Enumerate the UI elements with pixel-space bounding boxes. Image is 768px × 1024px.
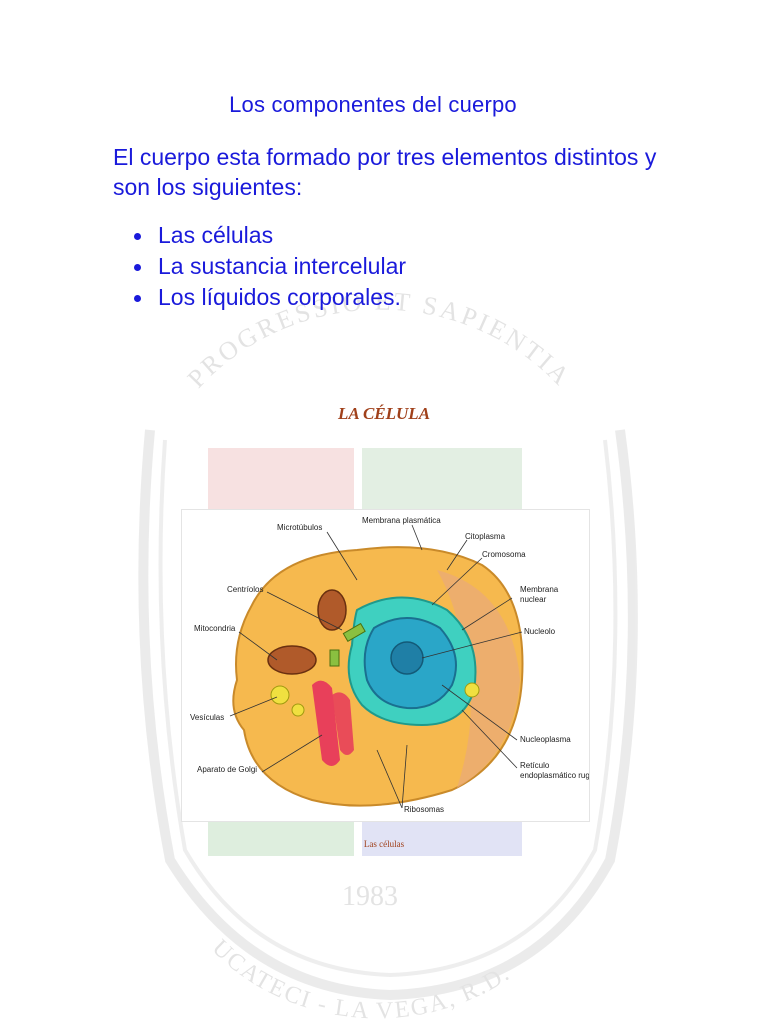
list-item: Las células [130, 220, 406, 251]
label-membrana-nuclear: Membrana [520, 585, 559, 594]
label-citoplasma: Citoplasma [465, 532, 506, 541]
section-heading: LA CÉLULA [337, 404, 431, 423]
watermark-year: 1983 [342, 881, 398, 912]
vesicle [270, 685, 290, 705]
label-nucleoplasma: Nucleoplasma [520, 735, 571, 744]
label-nucleolo: Nucleolo [524, 627, 556, 636]
label-ribosomas: Ribosomas [404, 805, 444, 814]
label-membrana-plasmatica: Membrana plasmática [362, 516, 441, 525]
label-centriolos: Centríolos [227, 585, 263, 594]
figure-caption: Las células [363, 839, 405, 849]
cell-diagram: Microtúbulos Membrana plasmática Citopla… [181, 509, 590, 822]
label-aparato-golgi: Aparato de Golgi [197, 765, 257, 774]
cell-illustration: Microtúbulos Membrana plasmática Citopla… [190, 516, 589, 814]
label-reticulo-2: endoplasmático rugoso [520, 771, 589, 780]
golgi-apparatus [312, 680, 340, 766]
components-list: Las células La sustancia intercelular Lo… [130, 220, 406, 313]
centriole [342, 622, 366, 643]
list-item: La sustancia intercelular [130, 251, 406, 282]
list-item: Los líquidos corporales. [130, 282, 406, 313]
label-mitocondria: Mitocondria [194, 624, 236, 633]
label-reticulo: Retículo [520, 761, 550, 770]
label-microtubulos: Microtúbulos [277, 523, 322, 532]
intro-paragraph: El cuerpo esta formado por tres elemento… [113, 144, 657, 200]
label-vesiculas: Vesículas [190, 713, 224, 722]
page-title: Los componentes del cuerpo [229, 92, 517, 117]
nucleolus [390, 641, 424, 675]
cell-cutaway [437, 570, 520, 788]
label-membrana-nuclear-2: nuclear [520, 595, 547, 604]
mitochondria [317, 589, 347, 631]
label-cromosoma: Cromosoma [482, 550, 526, 559]
